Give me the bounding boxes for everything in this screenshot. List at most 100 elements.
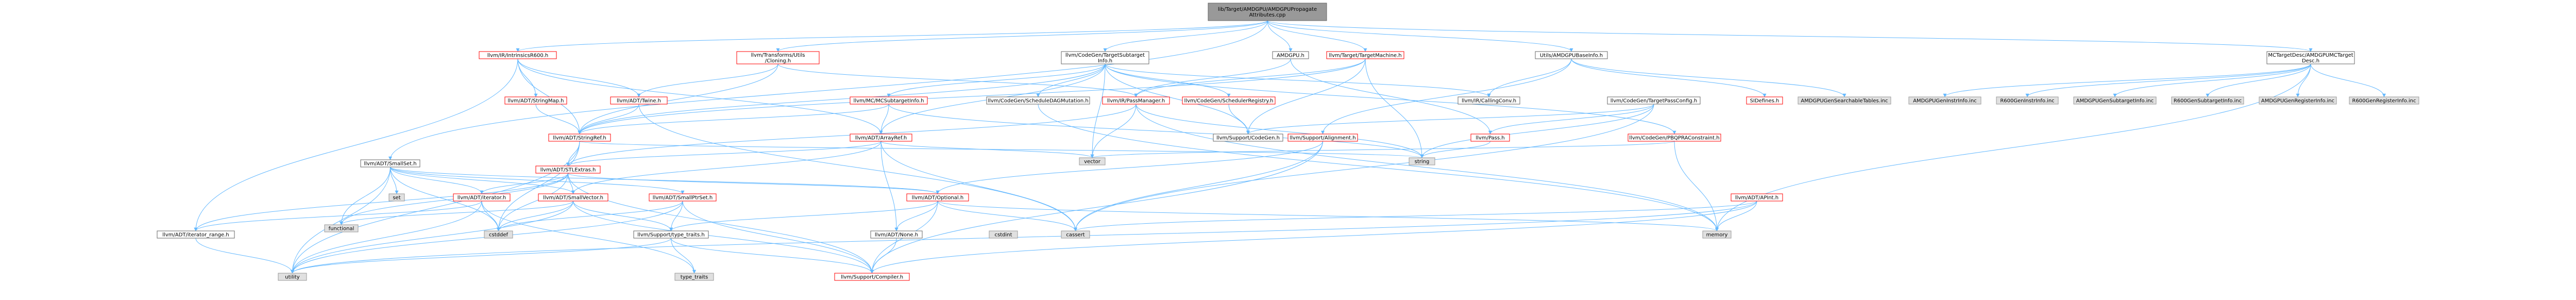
node-utils-baseinfo[interactable]: Utils/AMDGPUBaseInfo.h [1535, 51, 1608, 59]
edge-adt_smallset-to-functional [340, 166, 391, 225]
node-box [1535, 51, 1608, 59]
edge-codegen_pbqp-to-vector [1090, 141, 1675, 158]
node-box [1061, 230, 1090, 239]
node-label: llvm/ADT/STLExtras.h [540, 168, 596, 173]
node-box [649, 193, 717, 202]
edge-adt_smallset-to-adt_smallptrset [390, 166, 685, 194]
node-box [2073, 96, 2157, 105]
node-adt-stlextras[interactable]: llvm/ADT/STLExtras.h [535, 165, 601, 174]
node-si-defines[interactable]: SIDefines.h [1746, 96, 1783, 105]
edge-target_machine-to-ir_passmanager [1134, 58, 1366, 97]
node-adt-smallptrset[interactable]: llvm/ADT/SmallPtrSet.h [649, 193, 717, 202]
node-support-compiler[interactable]: llvm/Support/Compiler.h [834, 273, 910, 281]
edge-target_machine-to-adt_stringref [578, 58, 1366, 135]
edge-adt_smallptrset-to-support_compiler [682, 201, 874, 274]
edge-adt_apint-to-support_compiler [870, 201, 1757, 274]
edge-adt_optional-to-memory [937, 201, 1719, 231]
edge-root-to-transforms_cloning [776, 20, 1268, 52]
edge-root-to-target_machine [1267, 20, 1367, 52]
edge-root-to-adt_smallset [388, 20, 1268, 160]
node-ir-pass[interactable]: llvm/Pass.h [1470, 134, 1510, 142]
node-box [1470, 134, 1510, 142]
node-label: llvm/Pass.h [1476, 136, 1504, 141]
node-adt-twine[interactable]: llvm/ADT/Twine.h [610, 96, 668, 105]
edge-amdgpu_h-to-ir_passmanager [1134, 58, 1291, 97]
node-functional: functional [324, 224, 359, 232]
node-codegen-targetpassconfig[interactable]: llvm/CodeGen/TargetPassConfig.h [1607, 96, 1701, 105]
node-label: lib/Target/AMDGPU/AMDGPUPropagate [1218, 7, 1317, 12]
edge-amdgpu_h-to-ir_pass [1290, 58, 1492, 135]
node-box [278, 273, 307, 281]
node-codegen-schedregistry[interactable]: llvm/CodeGen/SchedulerRegistry.h [1182, 96, 1276, 105]
node-label: vector [1084, 159, 1101, 165]
node-transforms-cloning[interactable]: llvm/Transforms/Utils/Cloning.h [736, 51, 820, 64]
edge-adt_arrayref-to-cassert [880, 141, 1077, 231]
edge-target_subtarget-to-support_codegen [1105, 63, 1250, 135]
edge-utils_baseinfo-to-ir_callingconv [1487, 58, 1572, 97]
node-adt-smallvector[interactable]: llvm/ADT/SmallVector.h [538, 193, 608, 202]
node-label: llvm/ADT/StringRef.h [553, 136, 606, 141]
node-adt-arrayref[interactable]: llvm/ADT/ArrayRef.h [850, 134, 912, 142]
node-box [453, 193, 511, 202]
edge-mc_subtarget-to-adt_stringref [578, 104, 889, 135]
node-adt-none[interactable]: llvm/ADT/None.h [870, 230, 923, 239]
node-label: llvm/ADT/ArrayRef.h [855, 136, 907, 141]
edge-ir_passmanager-to-string [1136, 104, 1424, 158]
node-ir-callingconv[interactable]: llvm/IR/CallingConv.h [1458, 96, 1520, 105]
node-label: llvm/ADT/SmallPtrSet.h [653, 195, 713, 201]
node-label: llvm/CodeGen/TargetPassConfig.h [1611, 98, 1697, 104]
node-target-machine[interactable]: llvm/Target/TargetMachine.h [1326, 51, 1404, 59]
node-label: Utils/AMDGPUBaseInfo.h [1540, 53, 1603, 59]
node-label: llvm/IR/IntrinsicsR600.h [487, 53, 549, 59]
edge-root-to-target_subtarget [1103, 20, 1268, 52]
node-box [1458, 96, 1520, 105]
edge-adt_smallset-to-cstddef [390, 166, 500, 231]
node-adt-optional[interactable]: llvm/ADT/Optional.h [906, 193, 969, 202]
edge-mc_target_desc-to-r600_genregister [2310, 63, 2386, 97]
edge-adt_smallset-to-adt_smallvector [390, 166, 575, 194]
node-label: llvm/CodeGen/PBQPRAConstraint.h [1629, 136, 1719, 141]
node-box [1102, 96, 1170, 105]
node-label: llvm/Support/CodeGen.h [1216, 136, 1280, 141]
node-label: Attributes.cpp [1249, 12, 1286, 18]
edge-root-to-ir_intrinsics [516, 20, 1268, 52]
node-adt-stringref[interactable]: llvm/ADT/StringRef.h [548, 134, 611, 142]
edge-mc_subtarget-to-string [888, 104, 1424, 158]
node-adt-apint[interactable]: llvm/ADT/APInt.h [1731, 193, 1783, 202]
node-box [850, 96, 928, 105]
edge-adt_smallset-to-adt_optional [390, 166, 940, 194]
node-ir-passmanager[interactable]: llvm/IR/PassManager.h [1102, 96, 1170, 105]
node-vector: vector [1079, 157, 1106, 165]
edge-ir_intrinsics-to-adt_stringmap [517, 58, 538, 97]
node-box [1079, 157, 1106, 165]
node-box [1908, 96, 1981, 105]
edge-adt_arrayref-to-adt_none [880, 141, 899, 231]
edge-target_subtarget-to-mc_subtarget [887, 63, 1106, 97]
edge-adt_optional-to-cassert [937, 201, 1077, 231]
node-amdgpu-genschedule: AMDGPUGenSearchableTables.inc [1798, 96, 1891, 105]
node-adt-iterator[interactable]: llvm/ADT/iterator.h [453, 193, 511, 202]
node-amdgpu-h[interactable]: AMDGPU.h [1272, 51, 1309, 59]
edge-adt_smallset-to-adt_iterator [390, 166, 484, 194]
node-cassert: cassert [1061, 230, 1090, 239]
node-label: R600GenRegisterInfo.inc [2352, 98, 2416, 104]
node-support-alignment[interactable]: llvm/Support/Alignment.h [1287, 134, 1358, 142]
node-ir-intrinsics[interactable]: llvm/IR/IntrinsicsR600.h [479, 51, 557, 59]
node-codegen-pbqp[interactable]: llvm/CodeGen/PBQPRAConstraint.h [1628, 134, 1721, 142]
node-adt-stringmap[interactable]: llvm/ADT/StringMap.h [504, 96, 567, 105]
node-adt-smallset[interactable]: llvm/ADT/SmallSet.h [360, 159, 420, 168]
node-box [484, 230, 513, 239]
node-mc-subtarget[interactable]: llvm/MC/MCSubtargetInfo.h [850, 96, 928, 105]
edge-target_subtarget-to-vector [1090, 63, 1106, 158]
node-label: cstdint [994, 232, 1012, 238]
node-box [1628, 134, 1721, 142]
node-codegen-schedule[interactable]: llvm/CodeGen/ScheduleDAGMutation.h [986, 96, 1090, 105]
node-adt-iterator-range[interactable]: llvm/ADT/iterator_range.h [157, 230, 235, 239]
node-box [548, 134, 611, 142]
node-support-type-traits[interactable]: llvm/Support/type_traits.h [633, 230, 709, 239]
edge-adt_smallvector-to-cstddef [497, 201, 573, 231]
edge-adt_smallptrset-to-support_type_traits [669, 201, 683, 231]
node-support-codegen[interactable]: llvm/Support/CodeGen.h [1213, 134, 1283, 142]
